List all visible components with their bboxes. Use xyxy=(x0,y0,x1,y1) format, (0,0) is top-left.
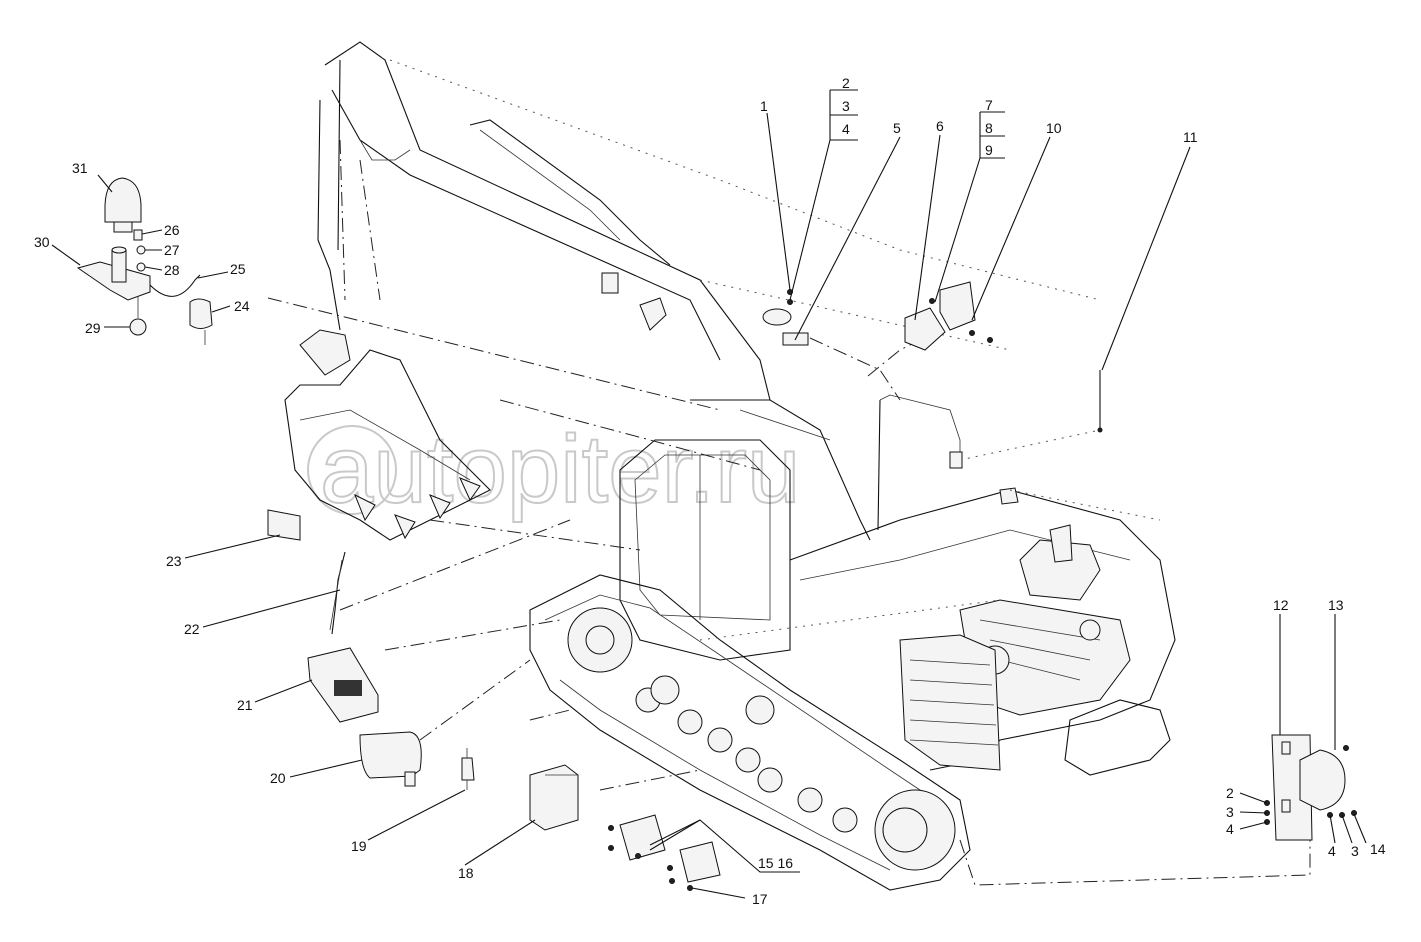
connector-icon xyxy=(189,298,213,329)
callout-23: 23 xyxy=(166,553,182,569)
callout-25: 25 xyxy=(230,261,246,277)
watermark-text: autopiter.ru xyxy=(320,416,800,523)
track-rollers xyxy=(635,675,858,833)
routing-lines xyxy=(267,59,1311,886)
callout-10: 10 xyxy=(1046,120,1062,136)
callout-21: 21 xyxy=(237,697,253,713)
callout-11: 11 xyxy=(1183,129,1198,145)
leader-lines xyxy=(51,89,1367,899)
radiator-grille xyxy=(899,634,1001,771)
horn-and-lamps xyxy=(762,281,1103,469)
callout-30: 30 xyxy=(34,234,50,250)
callout-19: 19 xyxy=(351,838,367,854)
beacon-lamp-cluster xyxy=(76,177,213,345)
callout-13: 13 xyxy=(1328,597,1344,613)
callout-4-right: 4 xyxy=(1226,821,1234,837)
plate-bolts xyxy=(608,825,693,891)
callout-24: 24 xyxy=(234,298,250,314)
left-parts xyxy=(267,509,721,891)
fuse-icon xyxy=(461,757,475,781)
upper-structure xyxy=(789,394,1176,771)
relay-bracket-detail xyxy=(1264,734,1357,841)
callout-28: 28 xyxy=(164,262,180,278)
mirror-icon xyxy=(359,731,422,779)
horn-icon xyxy=(762,308,792,326)
relay-icon xyxy=(1299,749,1346,811)
plate-icon xyxy=(619,814,666,861)
callout-17: 17 xyxy=(752,891,768,907)
callout-9: 9 xyxy=(985,142,993,158)
battery-icon xyxy=(529,764,579,831)
callout-3: 3 xyxy=(842,98,850,114)
bucket xyxy=(284,329,491,541)
callout-8: 8 xyxy=(985,120,993,136)
crawler-track xyxy=(529,574,1171,891)
watermark: autopiter.ru xyxy=(307,415,801,524)
callout-31: 31 xyxy=(72,160,88,176)
callout-labels: 1 2 3 4 5 6 7 8 9 10 11 12 13 14 15 16 1… xyxy=(34,75,1386,907)
callout-29: 29 xyxy=(85,320,101,336)
beacon-lamp-icon xyxy=(104,177,142,223)
boom-and-arm xyxy=(317,41,771,401)
switch-icon xyxy=(267,509,301,541)
work-lamp-icon-2 xyxy=(939,281,976,331)
callout-7: 7 xyxy=(985,97,993,113)
callout-1: 1 xyxy=(760,98,768,114)
callout-12: 12 xyxy=(1273,597,1289,613)
callout-27: 27 xyxy=(164,242,180,258)
operator-cab xyxy=(619,399,871,661)
callout-2: 2 xyxy=(842,75,850,91)
callout-4: 4 xyxy=(842,121,850,137)
callout-22: 22 xyxy=(184,621,200,637)
callout-3-right: 3 xyxy=(1226,804,1234,820)
callout-26: 26 xyxy=(164,222,180,238)
callout-5: 5 xyxy=(893,120,901,136)
callout-15-16: 15 16 xyxy=(758,855,793,871)
plate-icon-2 xyxy=(679,841,721,883)
callout-18: 18 xyxy=(458,865,474,881)
wiper-icon xyxy=(331,551,346,635)
work-lamp-icon xyxy=(904,307,946,351)
callout-2-right: 2 xyxy=(1226,785,1234,801)
callout-20: 20 xyxy=(270,770,286,786)
callout-14: 14 xyxy=(1370,841,1386,857)
callout-3-right-b: 3 xyxy=(1351,843,1359,859)
callout-4-right-b: 4 xyxy=(1328,843,1336,859)
callout-6: 6 xyxy=(936,118,944,134)
